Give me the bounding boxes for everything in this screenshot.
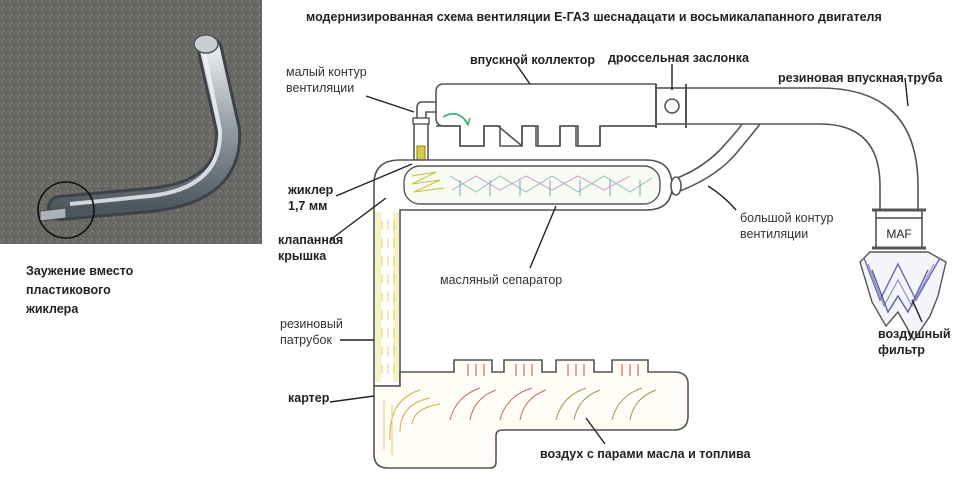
label-valve-cover-line-2: крышка [278,249,327,263]
caption-line-3: жиклера [26,302,79,316]
label-rubber-hose-line-1: резиновый [280,317,343,331]
valve-cover [373,159,673,387]
maf-sensor [872,208,926,250]
pipe-photo [0,0,262,244]
intake-manifold [435,83,657,147]
label-air-filter-line-2: фильтр [878,343,925,357]
label-rubber-hose: резиновый патрубок [280,316,343,348]
label-oil-separator: масляный сепаратор [440,273,563,287]
label-big-circuit-line-1: большой контур [740,211,834,225]
label-intake-manifold: впускной коллектор [470,53,595,67]
rubber-hose [375,212,399,382]
label-air-filter-line-1: воздушный [878,327,951,341]
label-crankcase: картер [288,391,330,405]
label-rubber-hose-line-2: патрубок [280,333,332,347]
label-big-circuit-line-2: вентиляции [740,227,809,241]
label-small-circuit: малый контур вентиляции [286,64,367,96]
label-vapors: воздух с парами масла и топлива [540,447,751,461]
maf-label: MAF [886,227,911,241]
big-circuit-hose [670,123,761,196]
label-throttle: дроссельная заслонка [608,51,749,65]
throttle-body [655,84,687,128]
page-title: модернизированная схема вентиляции Е-ГАЗ… [306,10,882,24]
label-small-circuit-line-2: вентиляции [286,81,355,95]
crankcase-flow-arrows [383,364,657,455]
label-big-circuit: большой контур вентиляции [740,210,833,242]
photo-caption: Заужение вместо пластикового жиклера [26,262,133,319]
small-circuit-tube [412,101,436,161]
label-jet-line-1: жиклер [288,183,334,197]
narrowing-circle [37,181,95,239]
label-jet-line-2: 1,7 мм [288,199,328,213]
oil-separator-arrows [411,171,653,196]
label-valve-cover-line-1: клапанная [278,233,344,247]
air-filter [859,251,947,342]
leader-lines [329,63,923,445]
label-rubber-intake: резиновая впускная труба [778,71,943,85]
rubber-intake-pipe [686,87,919,210]
caption-line-2: пластикового [26,283,111,297]
label-air-filter: воздушный фильтр [878,326,951,358]
crankcase [373,359,689,469]
label-jet: жиклер 1,7 мм [288,182,333,214]
label-valve-cover: клапанная крышка [278,232,343,264]
caption-line-1: Заужение вместо [26,264,134,278]
label-small-circuit-line-1: малый контур [286,65,367,79]
manifold-runners [436,125,656,147]
